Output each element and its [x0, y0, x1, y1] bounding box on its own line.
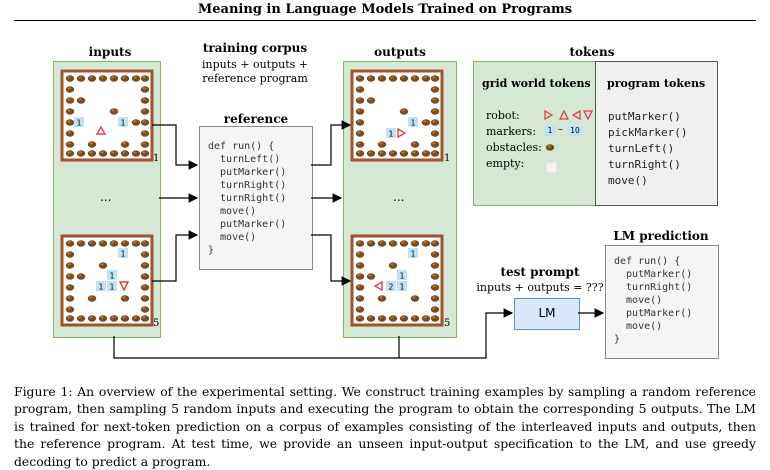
code-line: turnLeft(): [208, 154, 281, 165]
input-grid-5: [60, 234, 154, 327]
input-grid-1: [60, 69, 154, 162]
marker-count: 1: [121, 250, 126, 259]
outputs-label: outputs: [374, 45, 426, 59]
code-line: move(): [614, 295, 663, 306]
program-token: turnRight(): [608, 158, 681, 171]
training-corpus-sub2: reference program: [202, 72, 308, 85]
lm-prediction-code: def run() { putMarker() turnRight() move…: [614, 255, 714, 346]
marker-count: 1: [400, 272, 405, 281]
code-line: putMarker(): [208, 167, 287, 178]
code-line: turnRight(): [208, 180, 287, 191]
lm-prediction-label: LM prediction: [613, 229, 709, 243]
program-tokens-heading: program tokens: [607, 77, 706, 90]
code-line: turnRight(): [614, 282, 693, 293]
figure-caption: Figure 1: An overview of the experimenta…: [14, 384, 756, 469]
obstacle-token-icon: [545, 144, 555, 151]
marker-count: 1: [411, 250, 416, 259]
markers-token-label: markers:: [486, 125, 537, 138]
code-line: }: [208, 245, 215, 256]
output-grid-1-index: 1: [444, 153, 451, 164]
lm-box: LM: [514, 298, 580, 330]
code-line: move(): [614, 321, 663, 332]
flow-arrows: [113, 120, 605, 359]
training-corpus-label: training corpus: [202, 41, 308, 55]
code-line: putMarker(): [614, 308, 693, 319]
code-line: move(): [208, 232, 257, 243]
outputs-ellipsis: ...: [393, 190, 405, 204]
program-token: putMarker(): [608, 110, 681, 123]
input-grid-1-index: 1: [153, 153, 160, 164]
code-line: turnRight(): [208, 193, 287, 204]
marker-range-start: 1: [547, 126, 553, 135]
marker-count: 1: [99, 283, 104, 292]
marker-token-max-icon: [567, 126, 583, 136]
inputs-label: inputs: [88, 45, 132, 59]
grid-world-tokens-heading: grid world tokens: [482, 77, 591, 90]
robot-token-label: robot:: [486, 109, 520, 122]
reference-program-box: [199, 126, 313, 270]
robot-token-icons: [544, 109, 594, 121]
marker-range-end: 10: [570, 126, 580, 135]
tokens-label: tokens: [569, 45, 615, 59]
test-prompt-label: test prompt: [500, 265, 580, 279]
program-token: pickMarker(): [608, 126, 688, 139]
code-line: def run() {: [614, 256, 681, 267]
test-prompt-sub: inputs + outputs = ???: [476, 281, 604, 294]
empty-token-icon: [545, 161, 558, 174]
program-token: move(): [608, 174, 648, 187]
empty-token-label: empty:: [486, 157, 525, 170]
program-tokens-list: putMarker() pickMarker() turnLeft() turn…: [608, 109, 687, 189]
code-line: def run() {: [208, 141, 275, 152]
marker-count: 1: [110, 272, 115, 281]
code-line: }: [614, 334, 621, 345]
code-line: putMarker(): [614, 269, 693, 280]
marker-token-min-icon: [544, 126, 556, 136]
marker-count: 1: [110, 283, 115, 292]
marker-count: 1: [121, 119, 126, 128]
output-grid-1: [350, 69, 444, 162]
program-tokens-panel: [595, 61, 718, 206]
program-token: turnLeft(): [608, 142, 675, 155]
marker-range-sep: –: [558, 124, 563, 135]
marker-count: 1: [389, 130, 394, 139]
reference-program-code: def run() { turnLeft() putMarker() turnR…: [208, 140, 308, 257]
marker-count: 2: [389, 283, 394, 292]
input-grid-5-index: 5: [153, 318, 160, 329]
inputs-ellipsis: ...: [100, 190, 112, 204]
figure-title: Meaning in Language Models Trained on Pr…: [197, 2, 573, 17]
marker-count: 1: [77, 119, 82, 128]
lm-prediction-box: [605, 245, 719, 359]
output-grid-5-index: 5: [444, 318, 451, 329]
marker-count: 1: [411, 119, 416, 128]
code-line: move(): [208, 206, 257, 217]
code-line: putMarker(): [208, 219, 287, 230]
marker-count: 1: [400, 283, 405, 292]
training-corpus-sub1: inputs + outputs +: [201, 58, 309, 71]
obstacles-token-label: obstacles:: [486, 141, 542, 154]
title-rule: [14, 20, 756, 21]
output-grid-5: [350, 234, 444, 327]
